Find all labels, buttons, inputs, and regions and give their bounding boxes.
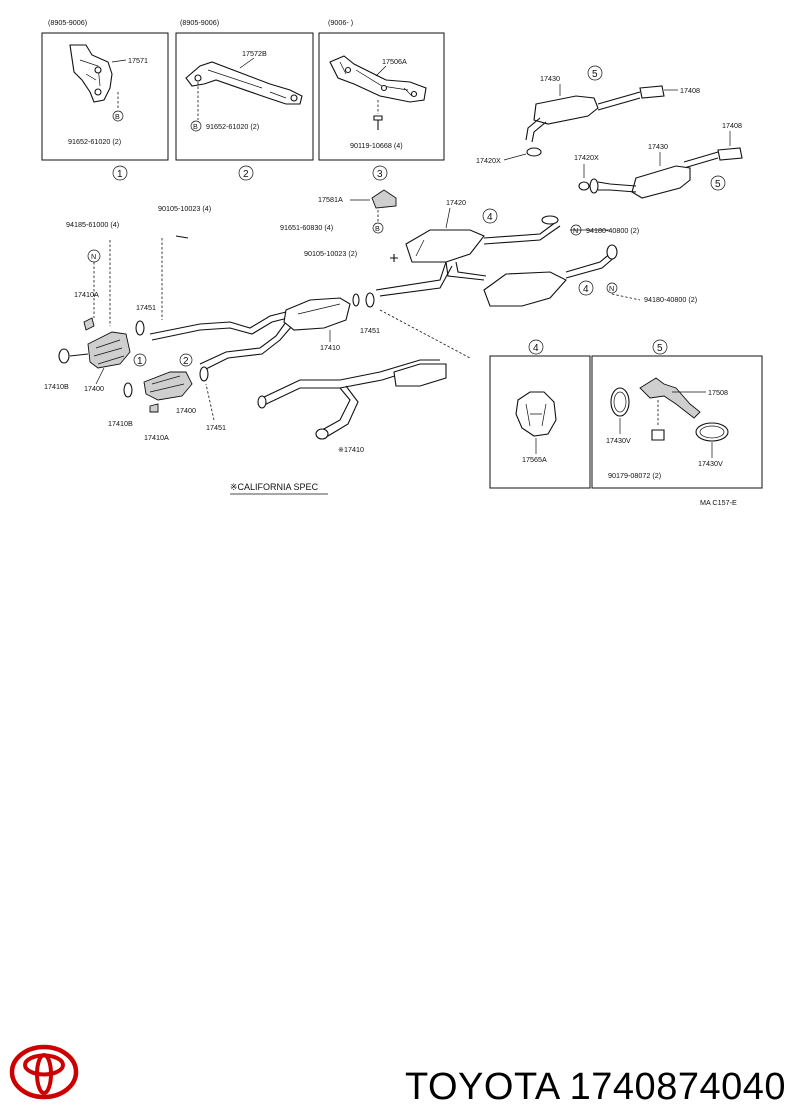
part-17581A: 17581A: [318, 195, 343, 204]
part-90119-10668: 90119-10668 (4): [350, 141, 403, 150]
bolt-callout-b1: B: [115, 112, 120, 121]
part-17430-a: 17430: [540, 74, 560, 83]
date-range-3: (9006- ): [328, 18, 353, 27]
bolt-callout-b2: B: [193, 122, 198, 131]
brand-name: TOYOTA: [404, 1066, 559, 1108]
part-17408-b: 17408: [722, 121, 742, 130]
part-17571: 17571: [128, 56, 148, 65]
part-17408-a: 17408: [680, 86, 700, 95]
callout-3: 3: [377, 169, 383, 180]
callout-4b: 4: [583, 284, 589, 295]
callout-5b: 5: [715, 179, 721, 190]
inset-box-1: (8905-9006) 17571 B 91652-61020 (2) 1: [41, 18, 169, 181]
california-spec-note: ※CALIFORNIA SPEC: [230, 482, 319, 492]
callout-4c: 4: [533, 343, 539, 354]
part-94180-40800-b: 94180-40800 (2): [644, 295, 697, 304]
front-pipe-assembly: 94185-61000 (4) N 90105-10023 (4) 17410A…: [44, 204, 471, 454]
part-90105-10023-a: 90105-10023 (4): [158, 204, 211, 213]
part-94180-40800-a: 94180-40800 (2): [586, 226, 639, 235]
callout-5a: 5: [592, 69, 598, 80]
tail-assembly-upper: 5 17430 17408 17420X 17408 17430 5 17420…: [476, 65, 743, 199]
part-17410A-b: 17410A: [144, 433, 169, 442]
part-17400-a: 17400: [84, 384, 104, 393]
callout-2: 2: [243, 169, 249, 180]
date-range-2: (8905-9006): [180, 18, 219, 27]
part-90105-10023-b: 90105-10023 (2): [304, 249, 357, 258]
part-17410B-a: 17410B: [44, 382, 69, 391]
part-17410: 17410: [320, 343, 340, 352]
part-17506A: 17506A: [382, 57, 407, 66]
part-number: 1740874040: [569, 1066, 786, 1108]
part-17400-b: 17400: [176, 406, 196, 415]
part-17430V-a: 17430V: [606, 436, 631, 445]
part-17430V-b: 17430V: [698, 459, 723, 468]
inset-box-2: (8905-9006) 17572B B 91652-61020 (2) 2: [175, 18, 314, 181]
part-17430-b: 17430: [648, 142, 668, 151]
part-17451-c: 17451: [206, 423, 226, 432]
part-94185-61000: 94185-61000 (4): [66, 220, 119, 229]
inset-box-3: (9006- ) 17506A 90119-10668 (4) 3: [318, 18, 445, 181]
nut-callout-n2: N: [609, 284, 614, 293]
part-17451-a: 17451: [136, 303, 156, 312]
part-17420: 17420: [446, 198, 466, 207]
rear-mufflers: 17420 4 N 94180-40800 (2) N 94180-40800 …: [375, 198, 697, 307]
part-17410-star: ※17410: [338, 445, 364, 454]
nut-callout-n3: N: [91, 252, 96, 261]
callout-1: 1: [117, 169, 123, 180]
brand-bar: TOYOTA 1740874040: [0, 520, 800, 1108]
figure-code: MA C157-E: [700, 498, 737, 507]
part-17565A: 17565A: [522, 455, 547, 464]
part-91652-61020-b: 91652-61020 (2): [206, 122, 259, 131]
callout-2b: 2: [183, 356, 189, 367]
part-17410A-a: 17410A: [74, 290, 99, 299]
exhaust-parts-diagram: (8905-9006) 17571 B 91652-61020 (2) 1 (8…: [41, 18, 763, 507]
callout-5c: 5: [657, 343, 663, 354]
part-90179-08072: 90179-08072 (2): [608, 471, 661, 480]
bolt-callout-b3: B: [375, 224, 380, 233]
part-17508: 17508: [708, 388, 728, 397]
part-17410B-b: 17410B: [108, 419, 133, 428]
inset-box-4: 4 17565A: [489, 339, 591, 489]
part-91651-60830: 91651-60830 (4): [280, 223, 333, 232]
nut-callout-n1: N: [573, 226, 578, 235]
part-17420X-a: 17420X: [476, 156, 501, 165]
part-17451-b: 17451: [360, 326, 380, 335]
part-91652-61020-a: 91652-61020 (2): [68, 137, 121, 146]
part-17420X-b: 17420X: [574, 153, 599, 162]
brand-title: TOYOTA 1740874040: [405, 1066, 786, 1109]
inset-box-5: 5 17430V 17508 90179-08072 (2) 17430V: [591, 339, 763, 489]
hanger-area: 17581A B 91651-60830 (4) 90105-10023 (2): [280, 189, 398, 262]
callout-1b: 1: [137, 356, 143, 367]
part-17572B: 17572B: [242, 49, 267, 58]
date-range-1: (8905-9006): [48, 18, 87, 27]
callout-4a: 4: [487, 212, 493, 223]
toyota-logo: [9, 1044, 79, 1100]
